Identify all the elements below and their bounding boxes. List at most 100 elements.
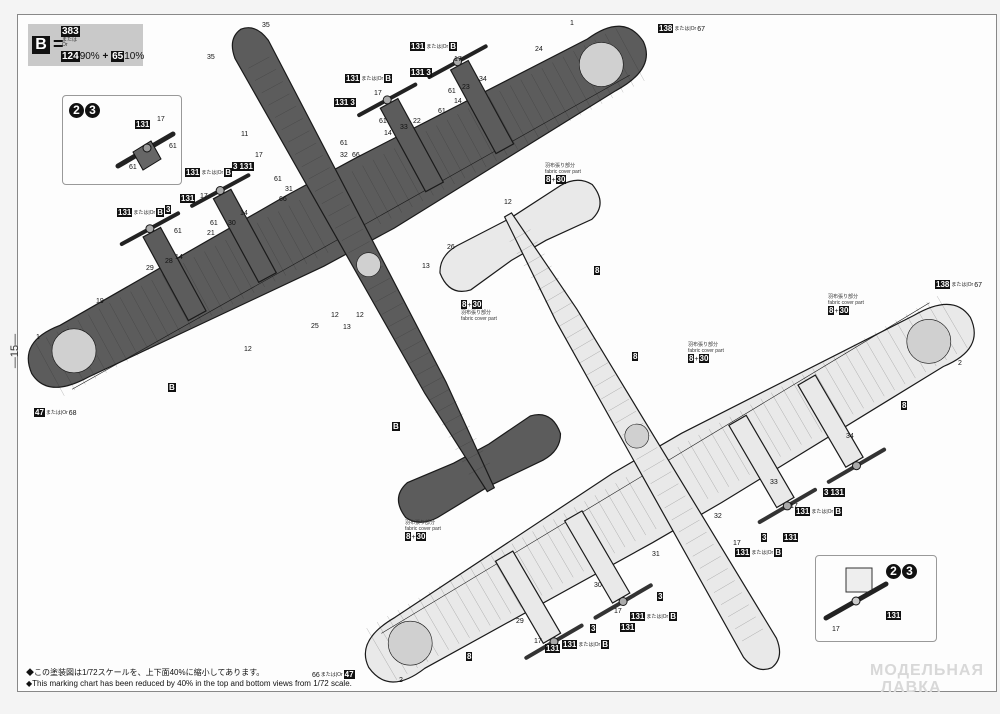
part-number: 13 bbox=[422, 263, 430, 270]
fuselage-frame bbox=[735, 616, 756, 630]
part-callout: 12 bbox=[504, 199, 512, 207]
wing-rib bbox=[552, 62, 582, 116]
wing-rib bbox=[98, 308, 128, 362]
wing-rib bbox=[532, 531, 563, 584]
paint-code: 8 bbox=[545, 175, 552, 184]
paint-code: 131 bbox=[185, 168, 201, 177]
wing-rib bbox=[204, 251, 234, 305]
part-number: + bbox=[411, 534, 416, 541]
or-label: または|Or bbox=[578, 642, 601, 649]
part-callout: 23 bbox=[462, 84, 470, 92]
part-callout: 131 bbox=[620, 623, 636, 633]
part-number: + bbox=[694, 356, 699, 363]
part-number: 30 bbox=[228, 220, 236, 227]
wing-rib bbox=[510, 85, 540, 139]
part-callout: 2 bbox=[399, 677, 403, 685]
fuselage-frame bbox=[341, 228, 364, 241]
engine-nacelle bbox=[494, 550, 562, 645]
wing-rib bbox=[183, 262, 213, 316]
fuselage-frame bbox=[692, 544, 714, 557]
fuselage-frame bbox=[587, 362, 609, 375]
scale-note-jp: ◆この塗装図は1/72スケールを、上下面40%に縮小してあります。 bbox=[26, 668, 265, 677]
part-callout: 17 bbox=[454, 56, 462, 64]
or-label: または|Or bbox=[320, 672, 343, 679]
part-number: 61 bbox=[448, 88, 456, 95]
paint-code: 8 bbox=[405, 532, 412, 541]
fuselage-roundel bbox=[356, 252, 381, 278]
part-number: 32 bbox=[714, 513, 722, 520]
fuselage-frame bbox=[523, 253, 545, 267]
part-callout: 35 bbox=[262, 22, 270, 30]
paint-code: 131 bbox=[829, 488, 845, 497]
part-number: 67 bbox=[974, 282, 983, 289]
wing-rib bbox=[383, 154, 413, 207]
part-number: 31 bbox=[285, 186, 293, 193]
wing-rib bbox=[843, 350, 875, 403]
part-callout: 2 bbox=[958, 360, 962, 368]
legend-equals: = bbox=[53, 34, 64, 54]
wing-rib bbox=[584, 501, 615, 554]
wing-rib bbox=[267, 217, 297, 270]
wing-rib bbox=[594, 495, 626, 548]
part-number: 17 bbox=[733, 540, 741, 547]
paint-code: 3 bbox=[761, 533, 768, 542]
fuselage-frame bbox=[566, 326, 587, 339]
part-number: 14 bbox=[240, 210, 248, 217]
fuselage-frame bbox=[435, 401, 457, 413]
part-callout: 31 bbox=[285, 186, 293, 194]
fuselage-frame bbox=[742, 628, 763, 642]
wing-rib bbox=[436, 125, 466, 179]
part-number: 67 bbox=[697, 26, 706, 33]
paint-code: 131 bbox=[410, 68, 426, 77]
fuselage-frame bbox=[544, 289, 566, 303]
wing-rib bbox=[853, 344, 885, 397]
wing-rib bbox=[130, 291, 160, 345]
fuselage-frame bbox=[321, 192, 343, 204]
paint-code: 30 bbox=[698, 354, 710, 363]
part-number: 12 bbox=[504, 199, 512, 206]
wing-rib bbox=[719, 422, 750, 475]
part-callout: 29 bbox=[516, 618, 524, 626]
part-callout: 33 bbox=[770, 479, 778, 487]
fuselage-frame bbox=[442, 413, 464, 426]
fuselage-frame bbox=[468, 462, 490, 475]
part-callout: 26 bbox=[447, 244, 455, 252]
wing-rib bbox=[299, 199, 329, 253]
paint-code: 3 bbox=[425, 68, 432, 77]
part-number: 17 bbox=[374, 90, 382, 97]
part-number: 66 bbox=[312, 672, 320, 679]
part-callout: 17 bbox=[200, 193, 208, 201]
fuselage-frame bbox=[388, 315, 410, 327]
or-label: または|Or bbox=[811, 509, 834, 516]
part-callout: 8 bbox=[466, 652, 473, 662]
fuselage-frame bbox=[375, 290, 397, 303]
paint-code: B bbox=[601, 640, 609, 649]
part-callout: 35 bbox=[207, 54, 215, 62]
part-number: 13 bbox=[343, 324, 351, 331]
wing-rib bbox=[351, 171, 381, 225]
spinner bbox=[782, 501, 792, 511]
part-number: 21 bbox=[207, 230, 215, 237]
fuselage-frame bbox=[728, 604, 749, 617]
paint-code: 30 bbox=[555, 175, 567, 184]
part-number: 17 bbox=[790, 503, 798, 510]
wing-rib bbox=[750, 404, 781, 457]
wing-rib bbox=[833, 356, 864, 409]
or-label: または|Or bbox=[951, 282, 974, 289]
paint-code: 30 bbox=[838, 306, 850, 315]
fuselage-frame bbox=[636, 447, 658, 460]
wing-rib bbox=[288, 205, 318, 259]
part-number: 32 bbox=[340, 152, 348, 159]
part-callout: 14 bbox=[454, 98, 462, 106]
legend-primary-paint: 383 bbox=[61, 26, 80, 37]
